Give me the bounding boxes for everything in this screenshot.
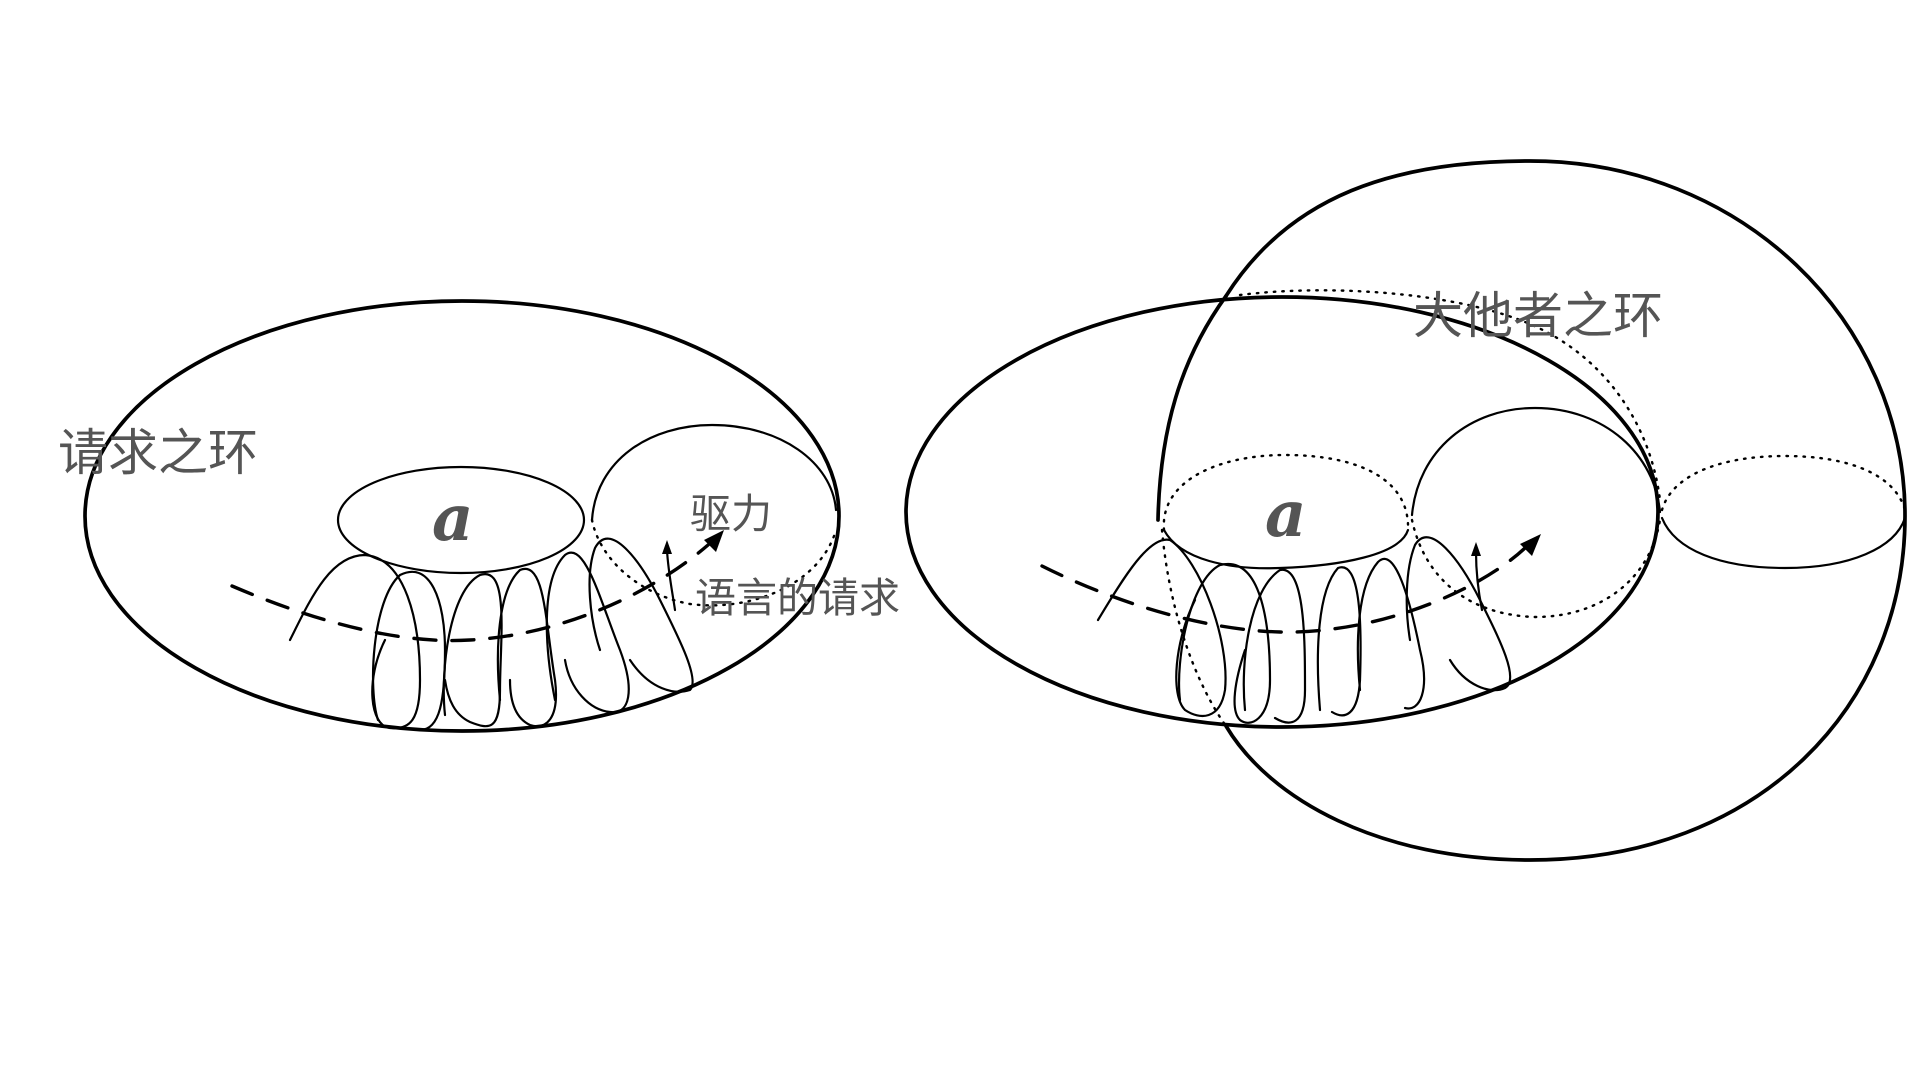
left-drive-arrowhead [704, 530, 724, 552]
left-torus-group: 请求之环 a 驱力 语言的请求 [58, 299, 900, 733]
left-torus-outline [83, 299, 841, 733]
right-torus-group: 大他者之环 a [904, 159, 1907, 862]
left-drive-circuit [230, 543, 710, 643]
right-loop-3 [1242, 568, 1307, 724]
other-torus-hidden-edge [1160, 528, 1228, 728]
drive-label: 驱力 [690, 490, 772, 538]
other-torus-hole-arc [1238, 289, 1662, 502]
object-a-right: a [1265, 477, 1306, 552]
right-drive-arrowhead [1520, 534, 1541, 556]
right-hole-back [1162, 453, 1410, 532]
right-drive-circuit [1040, 546, 1527, 634]
left-tube-section-back [590, 518, 838, 607]
right-torus-outline [904, 295, 1660, 729]
left-loop-5 [545, 551, 630, 714]
left-loop-4 [496, 567, 558, 728]
right-loop-2 [1177, 562, 1272, 724]
left-demand-arrowhead [662, 540, 672, 554]
other-torus-left-edge [1156, 294, 1228, 522]
left-loop-2 [371, 570, 447, 732]
right-hole-front [1162, 528, 1410, 570]
other-tube-section-front [1660, 516, 1907, 570]
left-loop-1 [288, 553, 422, 730]
left-loop-6 [588, 537, 694, 693]
left-loop-3 [442, 573, 503, 728]
object-a-left: a [432, 481, 473, 556]
right-loop-5 [1356, 558, 1425, 710]
other-tube-section-back [1660, 454, 1907, 512]
right-torus-label: 大他者之环 [1413, 287, 1663, 345]
left-tube-section-front [590, 423, 838, 522]
left-torus-label: 请求之环 [58, 424, 258, 482]
right-demand-arrow [1474, 550, 1484, 612]
right-loop-4 [1316, 566, 1362, 717]
right-demand-arrowhead [1471, 542, 1481, 556]
left-torus-hole [336, 465, 586, 575]
right-tube-section-front [1410, 406, 1662, 517]
demand-of-language-label: 语言的请求 [695, 574, 900, 622]
right-tube-section-back [1410, 518, 1662, 619]
left-demand-arrow [665, 548, 677, 612]
right-loop-1 [1096, 538, 1227, 718]
other-torus-outline [1224, 159, 1907, 862]
